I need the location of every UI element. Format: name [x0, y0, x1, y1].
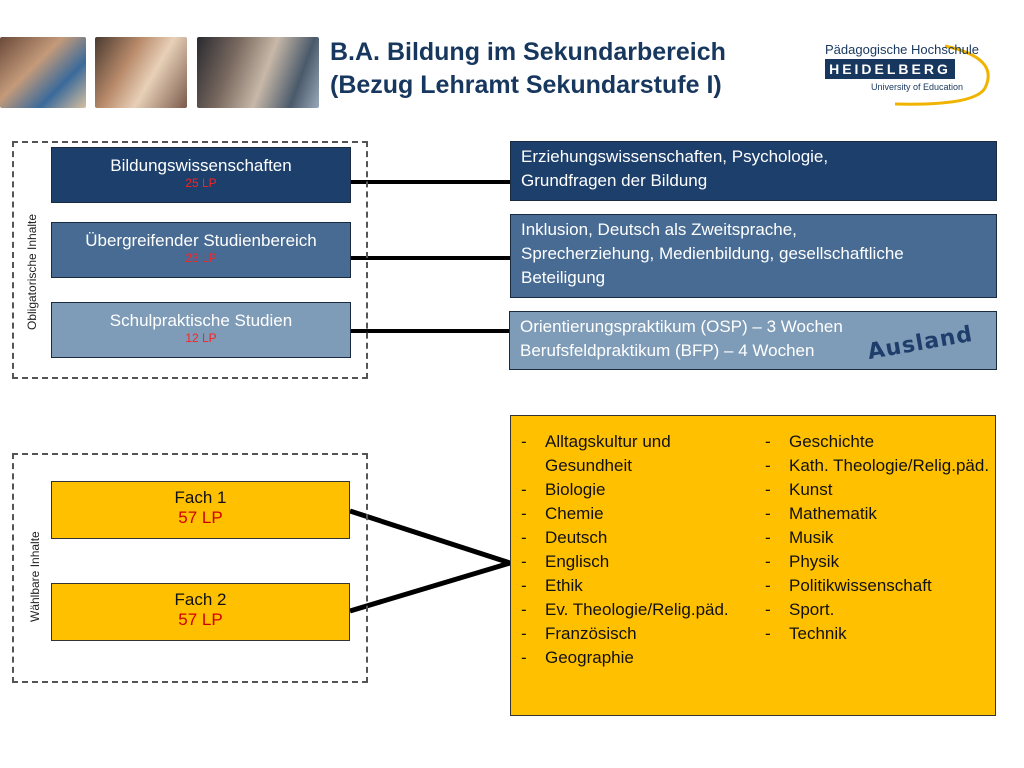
- box-schulpraktische-studien: Schulpraktische Studien 12 LP: [51, 302, 351, 358]
- box-lp: 25 LP: [185, 176, 217, 190]
- list-item: Geographie: [511, 646, 751, 670]
- header-photo-1: [0, 37, 86, 108]
- connector-fach2: [349, 560, 511, 614]
- elective-group: [12, 453, 368, 683]
- subject-list-left: Alltagskultur und Gesundheit Biologie Ch…: [511, 430, 751, 670]
- logo-mid-text: HEIDELBERG: [825, 59, 955, 79]
- list-item: Geschichte: [755, 430, 995, 454]
- list-item: Musik: [755, 526, 995, 550]
- list-item: Physik: [755, 550, 995, 574]
- list-item: Sport.: [755, 598, 995, 622]
- detail-bildungswissenschaften: Erziehungswissenschaften, Psychologie, G…: [510, 141, 997, 201]
- detail-line: Berufsfeldpraktikum (BFP) – 4 Wochen: [520, 341, 815, 360]
- list-item: Ethik: [511, 574, 751, 598]
- box-title: Schulpraktische Studien: [109, 311, 293, 330]
- list-item: Chemie: [511, 502, 751, 526]
- logo-top-text: Pädagogische Hochschule: [825, 42, 979, 57]
- box-lp: 57 LP: [178, 610, 223, 629]
- box-lp: 23 LP: [185, 251, 217, 265]
- box-fach-2: Fach 2 57 LP: [51, 583, 350, 641]
- detail-line: Grundfragen der Bildung: [521, 171, 708, 190]
- box-lp: 57 LP: [178, 508, 223, 527]
- page-title: B.A. Bildung im Sekundarbereich (Bezug L…: [330, 36, 726, 102]
- obligatory-group: [12, 141, 368, 379]
- connector-fach1: [349, 508, 511, 566]
- list-item: Französisch: [511, 622, 751, 646]
- university-logo: Pädagogische Hochschule HEIDELBERG Unive…: [825, 38, 997, 110]
- obligatory-label: Obligatorische Inhalte: [25, 213, 39, 330]
- detail-line: Orientierungspraktikum (OSP) – 3 Wochen: [520, 317, 843, 336]
- logo-bottom-text: University of Education: [871, 82, 964, 92]
- list-item: Deutsch: [511, 526, 751, 550]
- list-item: Kunst: [755, 478, 995, 502]
- elective-label: Wählbare Inhalte: [28, 531, 42, 622]
- box-title: Übergreifender Studienbereich: [85, 231, 317, 250]
- box-fach-1: Fach 1 57 LP: [51, 481, 350, 539]
- list-item: Mathematik: [755, 502, 995, 526]
- box-uebergreifender-studienbereich: Übergreifender Studienbereich 23 LP: [51, 222, 351, 278]
- detail-uebergreifend: Inklusion, Deutsch als Zweitsprache, Spr…: [510, 214, 997, 298]
- title-line-1: B.A. Bildung im Sekundarbereich: [330, 38, 726, 66]
- box-lp: 12 LP: [185, 331, 217, 345]
- logo-swoosh-icon: [894, 44, 990, 106]
- detail-line: Sprecherziehung, Medienbildung, gesellsc…: [521, 244, 904, 263]
- box-bildungswissenschaften: Bildungswissenschaften 25 LP: [51, 147, 351, 203]
- box-title: Bildungswissenschaften: [110, 156, 292, 175]
- detail-line: Inklusion, Deutsch als Zweitsprache,: [521, 220, 797, 239]
- detail-line: Erziehungswissenschaften, Psychologie,: [521, 147, 829, 166]
- list-item: Kath. Theologie/Relig.päd.: [755, 454, 995, 478]
- header-photo-2: [95, 37, 187, 108]
- list-item: Englisch: [511, 550, 751, 574]
- list-item: Ev. Theologie/Relig.päd.: [511, 598, 751, 622]
- box-title: Fach 1: [174, 488, 227, 507]
- list-item: Alltagskultur und Gesundheit: [511, 430, 751, 478]
- subject-list-right: Geschichte Kath. Theologie/Relig.päd. Ku…: [755, 430, 995, 646]
- title-line-2: (Bezug Lehramt Sekundarstufe I): [330, 71, 722, 99]
- subject-list-box: Alltagskultur und Gesundheit Biologie Ch…: [510, 415, 996, 716]
- header-photo-3: [197, 37, 319, 108]
- box-title: Fach 2: [174, 590, 227, 609]
- detail-schulpraxis: Orientierungspraktikum (OSP) – 3 Wochen …: [509, 311, 997, 370]
- detail-line: Beteiligung: [521, 268, 606, 287]
- list-item: Biologie: [511, 478, 751, 502]
- list-item: Politikwissenschaft: [755, 574, 995, 598]
- list-item: Technik: [755, 622, 995, 646]
